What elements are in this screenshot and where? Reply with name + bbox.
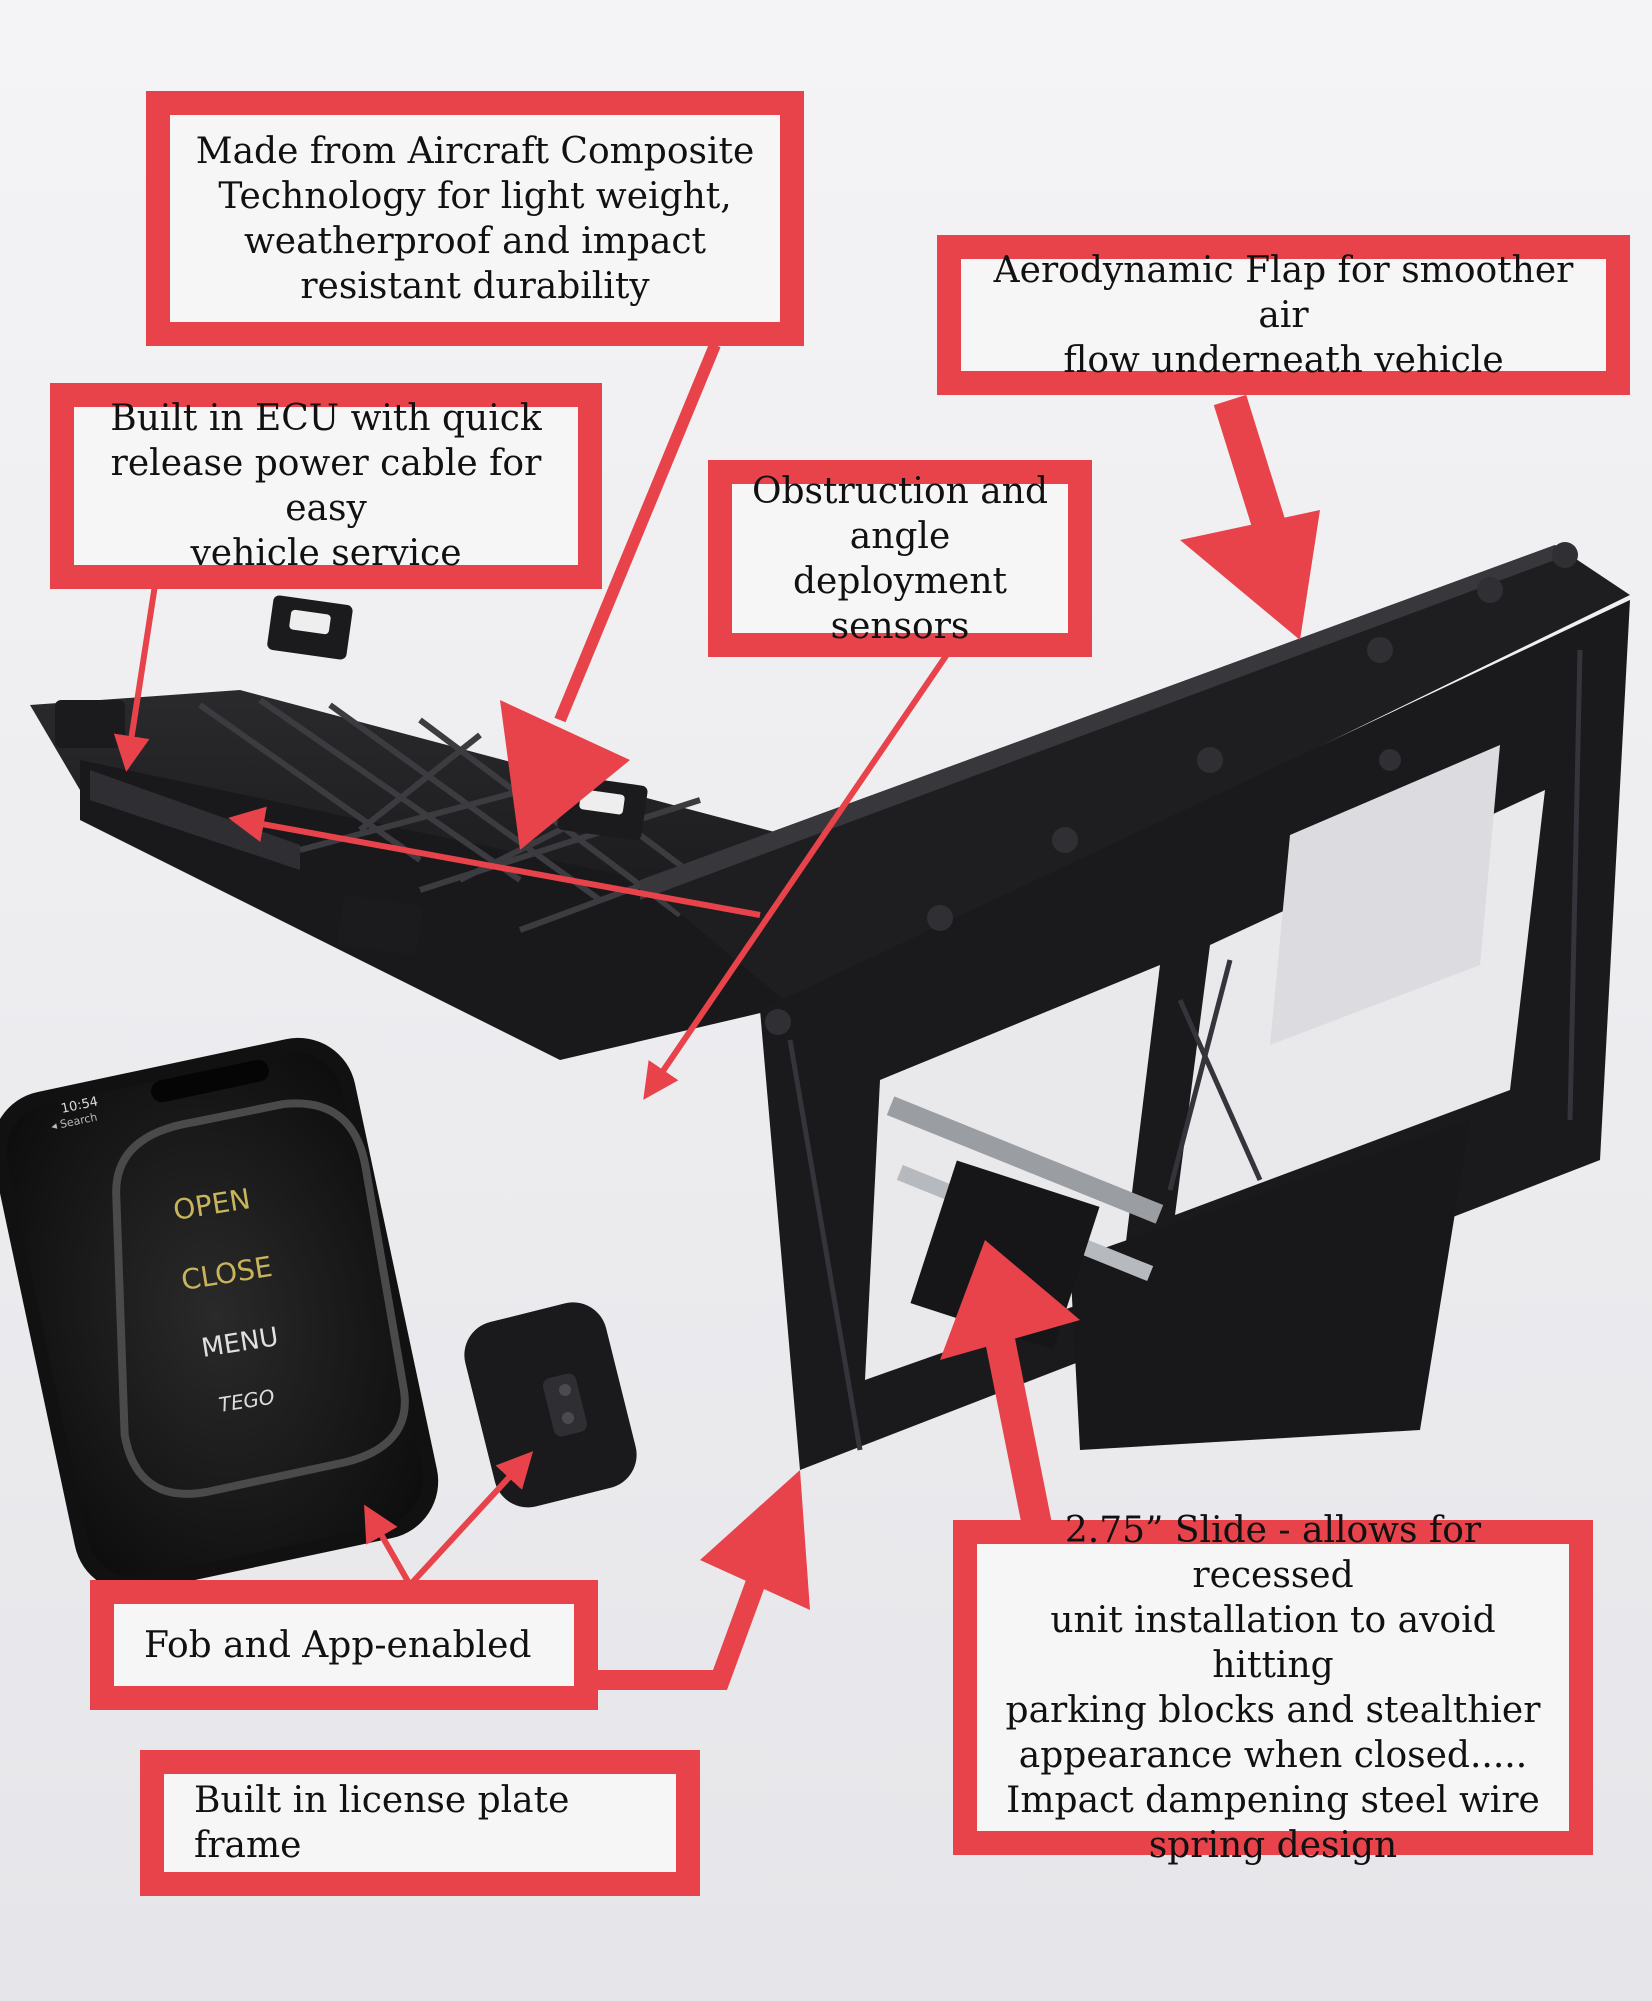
license-plate-frame (640, 542, 1630, 1470)
callout-ecu: Built in ECU with quick release power ca… (50, 383, 602, 589)
callout-composite: Made from Aircraft Composite Technology … (146, 91, 804, 346)
key-fob (464, 1302, 637, 1508)
mount-bracket-arm (30, 595, 880, 1060)
callout-arrows (113, 342, 1320, 1690)
callout-aero-flap: Aerodynamic Flap for smoother air flow u… (937, 235, 1630, 395)
callout-license-frame: Built in license plate frame (140, 1750, 700, 1896)
callout-slide: 2.75” Slide - allows for recessed unit i… (953, 1510, 1593, 1866)
callout-sensors: Obstruction and angle deployment sensors (708, 460, 1092, 657)
smartphone: 10:54 ◂ Search OPEN CLOSE MENU TEGO (0, 1037, 439, 1593)
callout-fob-app: Fob and App-enabled (90, 1580, 598, 1710)
